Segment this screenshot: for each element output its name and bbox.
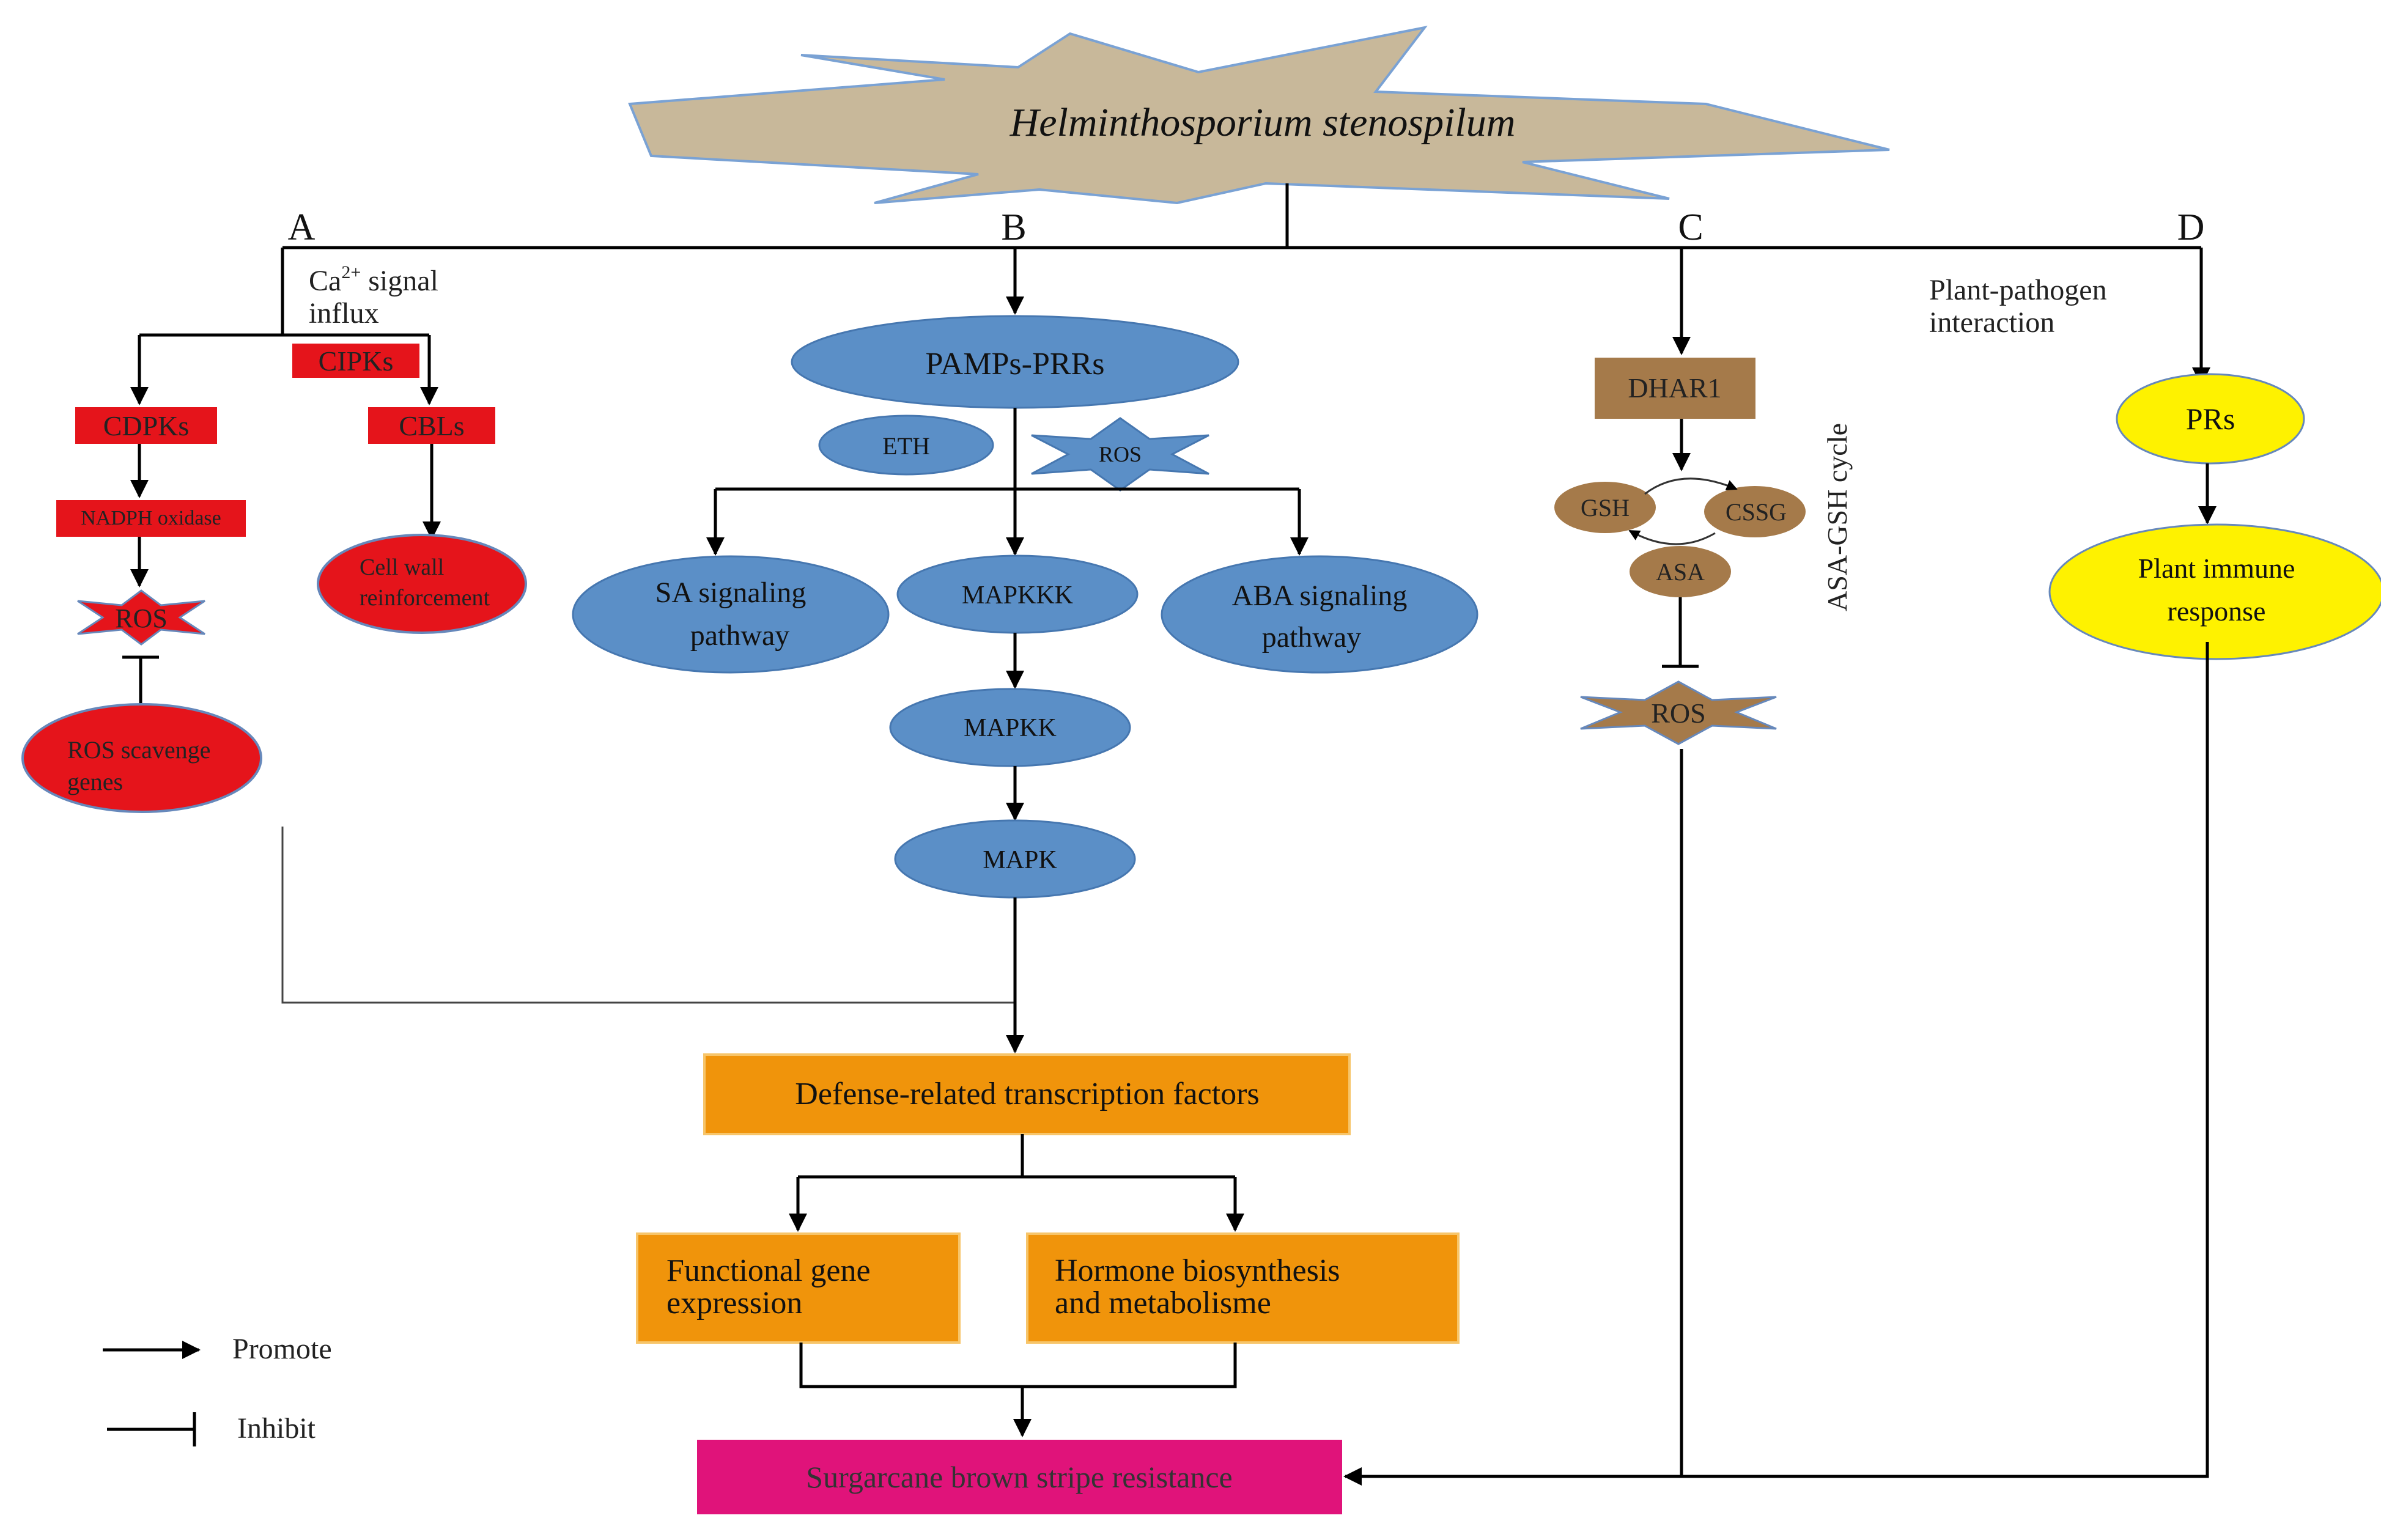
ros-label-a: ROS — [115, 603, 168, 633]
immune-response-node — [2048, 523, 2381, 660]
mapkk-label: MAPKK — [964, 714, 1057, 742]
ros-scavenge-node — [21, 703, 262, 813]
cssg-label: CSSG — [1726, 498, 1787, 526]
functional-gene-label-2: expression — [666, 1286, 802, 1321]
pathogen-node: Helminthosporium stenospilum — [628, 26, 1890, 205]
sa-pathway-label-1: SA signaling — [655, 577, 807, 609]
asa-gsh-cycle-label: ASA-GSH cycle — [1822, 423, 1853, 611]
pamps-prrs-label: PAMPs-PRRs — [926, 347, 1105, 381]
downstream: Defense-related transcription factors Fu… — [636, 1053, 1460, 1514]
resistance-label: Surgarcane brown stripe resistance — [806, 1460, 1232, 1494]
calcium-signal-label: Ca2+ signal — [309, 262, 438, 297]
gsh-node — [1554, 482, 1656, 533]
immune-response-label-1: Plant immune — [2138, 553, 2295, 584]
legend-promote-label: Promote — [232, 1333, 332, 1365]
tf-label: Defense-related transcription factors — [795, 1077, 1259, 1111]
asa-node — [1630, 546, 1731, 597]
cycle-arc-bottom — [1628, 529, 1716, 545]
mapkkk-node — [896, 554, 1139, 634]
cipks-label: CIPKs — [319, 345, 394, 377]
branch-a-merge-line — [281, 827, 1015, 1004]
prs-label: PRs — [2186, 402, 2235, 436]
cell-wall-node — [317, 534, 527, 634]
legend: Promote Inhibit — [103, 1333, 332, 1446]
branch-connectors — [281, 183, 2210, 386]
eth-node — [818, 414, 994, 476]
hormone-label-2: and metabolisme — [1055, 1286, 1271, 1321]
branch-d-down-line — [1345, 642, 2209, 1478]
hormone-label-1: Hormone biosynthesis — [1055, 1253, 1340, 1288]
pathogen-star-shape — [628, 26, 1890, 205]
ros-label-b: ROS — [1099, 442, 1142, 466]
branch-b: PAMPs-PRRs ETH ROS SA signaling pathway … — [572, 315, 1478, 1053]
ros-star-a — [77, 589, 205, 646]
cbls-box — [368, 407, 495, 444]
cipks-box — [292, 344, 419, 378]
mapk-label: MAPK — [983, 846, 1057, 874]
plant-pathogen-label-1: Plant-pathogen — [1929, 274, 2107, 306]
dhar1-box — [1595, 358, 1755, 419]
inhibit-ros-c — [1662, 597, 1699, 668]
asa-label: ASA — [1656, 558, 1705, 586]
aba-pathway-label-1: ABA signaling — [1232, 580, 1408, 612]
aba-pathway-label-2: pathway — [1262, 621, 1362, 654]
branch-a: Ca2+ signal influx CIPKs CDPKs CBLs NADP… — [21, 262, 1015, 1004]
cssg-node — [1704, 486, 1806, 537]
sa-pathway-label-2: pathway — [690, 619, 790, 652]
cbls-label: CBLs — [399, 410, 464, 441]
immune-response-label-2: response — [2168, 595, 2266, 627]
tf-box — [703, 1053, 1351, 1135]
resistance-box — [697, 1440, 1342, 1514]
branch-c: DHAR1 GSH CSSG ASA ASA-GSH cycle ROS — [1554, 358, 1853, 1476]
eth-label: ETH — [882, 432, 930, 460]
aba-pathway-node — [1161, 555, 1478, 674]
calcium-influx-label: influx — [309, 297, 379, 330]
dhar1-label: DHAR1 — [1628, 372, 1721, 403]
branch-label-d: D — [2177, 207, 2205, 248]
ros-scavenge-label-1: ROS scavenge — [67, 736, 210, 764]
merge-line — [799, 1343, 1237, 1388]
cdpks-box — [75, 407, 217, 444]
functional-gene-label-1: Functional gene — [666, 1253, 871, 1288]
pathogen-name: Helminthosporium stenospilum — [1010, 100, 1516, 145]
plant-pathogen-label-2: interaction — [1929, 306, 2054, 339]
ros-scavenge-label-2: genes — [67, 768, 123, 795]
cell-wall-label-2: reinforcement — [360, 585, 490, 611]
ros-label-c: ROS — [1651, 698, 1705, 729]
cell-wall-label-1: Cell wall — [360, 554, 444, 580]
branch-d: Plant-pathogen interaction PRs Plant imm… — [1343, 274, 2381, 1486]
cdpks-label: CDPKs — [103, 410, 190, 441]
branch-label-c: C — [1678, 207, 1703, 248]
legend-inhibit-symbol — [107, 1412, 196, 1446]
functional-gene-box — [636, 1232, 961, 1344]
hormone-box — [1026, 1232, 1460, 1344]
ros-star-c — [1580, 680, 1777, 745]
sa-pathway-node — [572, 555, 890, 674]
legend-inhibit-label: Inhibit — [237, 1412, 316, 1445]
mapkk-node — [889, 688, 1131, 767]
nadph-oxidase-label: NADPH oxidase — [81, 507, 221, 529]
prs-node — [2116, 373, 2305, 465]
branch-label-a: A — [288, 207, 316, 248]
branch-label-b: B — [1001, 207, 1026, 248]
nadph-oxidase-box — [56, 500, 246, 537]
cycle-arc-top — [1644, 477, 1738, 495]
gsh-label: GSH — [1581, 494, 1630, 521]
mapkkk-label: MAPKKK — [962, 581, 1073, 610]
